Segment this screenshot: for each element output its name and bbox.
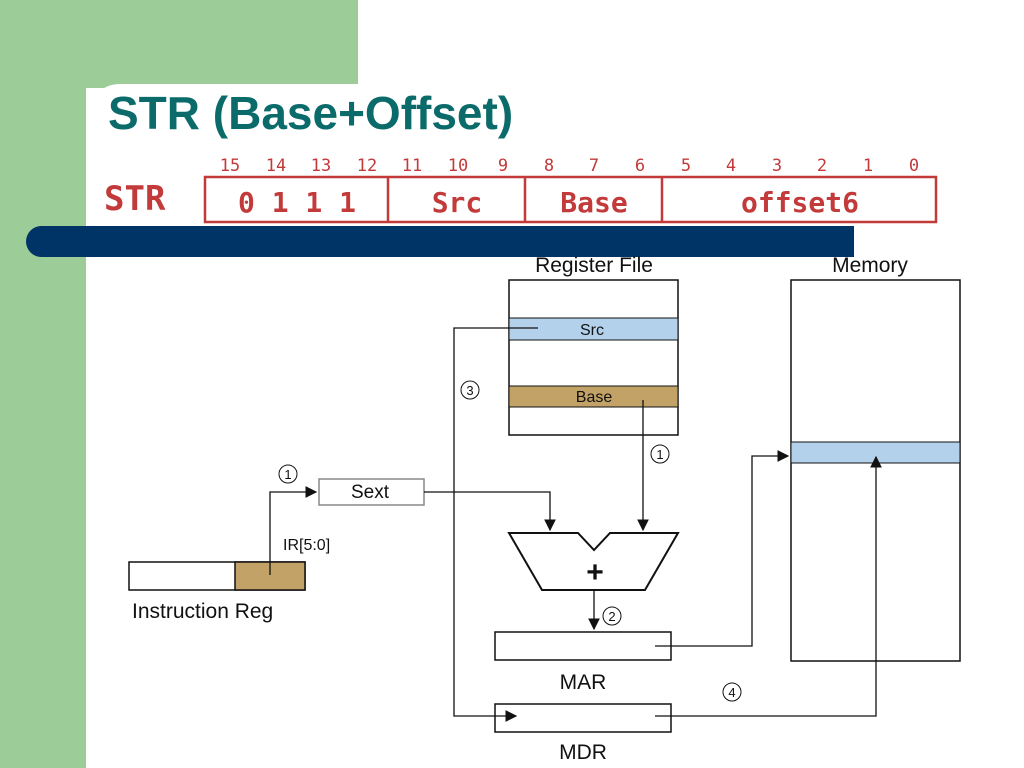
adder	[507, 532, 680, 591]
step-number: 1	[284, 467, 291, 482]
step-number: 1	[656, 447, 663, 462]
step-number: 4	[728, 685, 735, 700]
bit-number: 7	[589, 156, 599, 176]
bit-number: 8	[544, 156, 554, 176]
bit-number: 4	[726, 156, 736, 176]
title-underline-bar	[26, 226, 854, 257]
field-src: Src	[432, 186, 483, 219]
bit-number: 12	[357, 156, 377, 176]
mdr-to-memory-wire	[655, 455, 882, 717]
bit-number: 15	[220, 156, 240, 176]
sext-label: Sext	[351, 482, 390, 503]
mdr-label: MDR	[559, 741, 607, 764]
field-base: Base	[560, 186, 627, 219]
bit-number: 11	[402, 156, 422, 176]
encoding-fields: 0 1 1 1 Src Base offset6	[203, 175, 938, 224]
mar-label: MAR	[560, 671, 607, 694]
instruction-register-label: Instruction Reg	[132, 600, 273, 623]
bit-number: 10	[448, 156, 468, 176]
step-number: 3	[466, 383, 473, 398]
step-marker-1-sext: 1	[278, 464, 298, 484]
ir-to-sext-wire	[269, 486, 318, 575]
ir-field-label: IR[5:0]	[283, 537, 330, 554]
bit-numbers: 15 14 13 12 11 10 9 8 7 6 5 4 3 2 1 0	[220, 156, 919, 176]
bit-number: 6	[635, 156, 645, 176]
bit-number: 5	[681, 156, 691, 176]
bit-number: 3	[772, 156, 782, 176]
bit-number: 14	[266, 156, 286, 176]
encoding-box	[203, 175, 938, 224]
bit-number: 13	[311, 156, 331, 176]
field-offset6: offset6	[741, 186, 859, 219]
mdr-register	[494, 703, 672, 733]
src-to-mdr-wire	[453, 327, 538, 722]
adder-symbol: +	[586, 556, 604, 589]
register-file-label: Register File	[535, 254, 653, 277]
bit-number: 2	[817, 156, 827, 176]
step-marker-2: 2	[602, 606, 622, 626]
mar-to-memory-wire	[655, 450, 790, 647]
step-number: 2	[608, 609, 615, 624]
step-marker-1-base: 1	[650, 444, 670, 464]
green-side-decoration	[0, 0, 86, 768]
bit-number: 9	[498, 156, 508, 176]
bit-number: 0	[909, 156, 919, 176]
src-register	[508, 317, 679, 341]
sext-to-adder-wire	[424, 491, 556, 532]
bit-number: 1	[863, 156, 873, 176]
step-marker-3: 3	[460, 380, 480, 400]
mar-register	[494, 631, 672, 661]
base-register-label: Base	[576, 389, 613, 406]
base-register	[508, 385, 679, 408]
opcode-name: STR	[104, 179, 166, 219]
src-register-label: Src	[580, 322, 604, 339]
register-file	[508, 279, 679, 436]
sext-unit	[318, 478, 425, 506]
field-opcode: 0 1 1 1	[238, 186, 356, 219]
slide-title: STR (Base+Offset)	[108, 87, 514, 139]
step-marker-4: 4	[722, 682, 742, 702]
memory-label: Memory	[832, 254, 908, 277]
